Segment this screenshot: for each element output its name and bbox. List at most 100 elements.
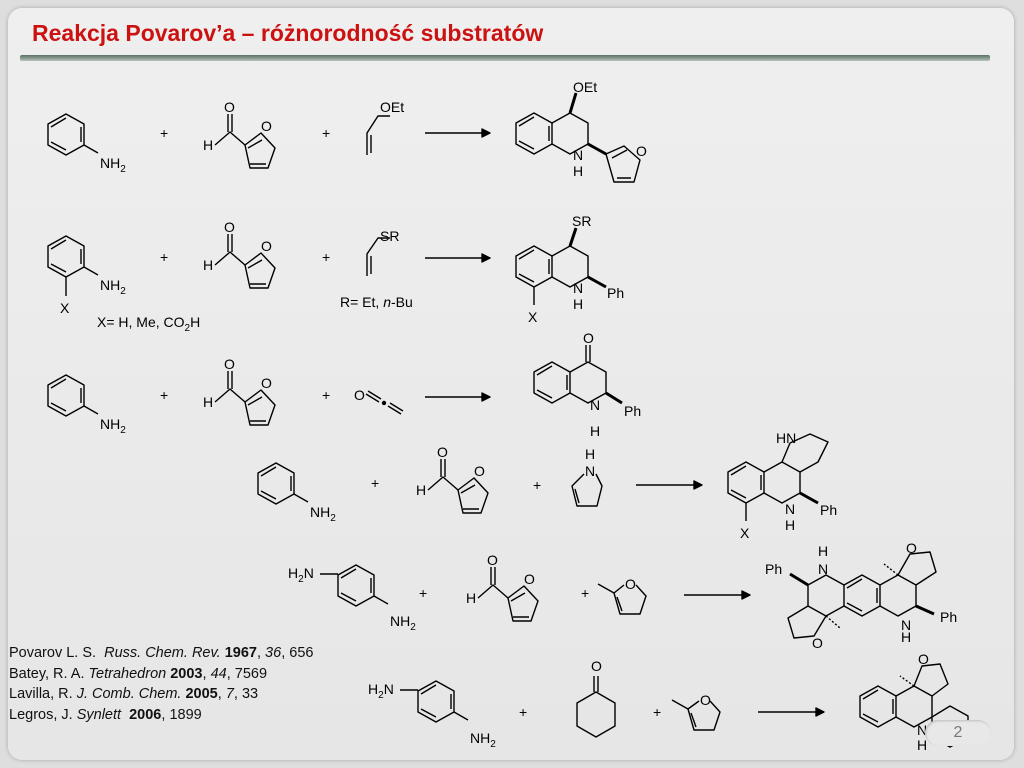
svg-text:N: N: [917, 722, 927, 738]
svg-text:N: N: [573, 147, 583, 163]
slide-title: Reakcja Povarov’a – różnorodność substra…: [32, 20, 544, 46]
svg-text:H2N: H2N: [368, 681, 394, 701]
svg-text:H: H: [785, 517, 795, 533]
svg-text:OEt: OEt: [380, 99, 404, 115]
svg-text:Ph: Ph: [607, 285, 624, 301]
svg-text:SR: SR: [380, 228, 399, 244]
svg-text:O: O: [261, 118, 272, 134]
reference-item: Lavilla, R. J. Comb. Chem. 2005, 7, 33: [9, 686, 259, 702]
svg-text:O: O: [261, 238, 272, 254]
substituted-aniline-structure: NH2 X: [47, 235, 126, 316]
svg-text:Ph: Ph: [940, 609, 957, 625]
svg-text:H: H: [466, 590, 476, 606]
svg-text:N: N: [901, 617, 911, 633]
plus-sign: +: [160, 387, 168, 403]
svg-text:X: X: [528, 309, 538, 325]
svg-text:O: O: [591, 658, 602, 674]
product-quinolinone: O N H Ph: [533, 330, 641, 439]
aniline-structure: NH2: [47, 374, 126, 436]
plus-sign: +: [160, 125, 168, 141]
svg-text:H2N: H2N: [288, 565, 314, 585]
svg-text:H: H: [573, 163, 583, 179]
svg-text:H: H: [203, 394, 213, 410]
reaction-row-5: H2N NH2 + O H O + O: [288, 540, 957, 651]
svg-text:N: N: [573, 280, 583, 296]
references-list: Povarov L. S. Russ. Chem. Rev. 1967, 36,…: [9, 643, 313, 725]
reaction-row-4: NH2 + O H O + H N HN N H: [257, 430, 837, 541]
furfural-structure: O H O: [416, 444, 489, 514]
reaction-row-6: H2N NH2 + O + O O: [368, 651, 969, 753]
plus-sign: +: [581, 585, 589, 601]
svg-text:H: H: [203, 137, 213, 153]
aniline-structure: NH2: [257, 462, 336, 524]
slide: [8, 8, 1014, 760]
furfural-structure: O H O: [203, 356, 276, 426]
svg-text:SR: SR: [572, 213, 591, 229]
plus-sign: +: [419, 585, 427, 601]
product-tetrahydroquinoline-1: OEt N H O: [515, 79, 647, 183]
product-bis-adduct: O N H Ph N H Ph O: [765, 540, 957, 651]
furfural-structure: O H O: [203, 99, 276, 169]
methyl-dihydrofuran-structure: O: [597, 576, 647, 615]
plus-sign: +: [322, 249, 330, 265]
reaction-row-1: NH2 + O H O + OEt OEt N H: [47, 79, 647, 183]
plus-sign: +: [533, 477, 541, 493]
svg-text:NH2: NH2: [470, 730, 496, 750]
phenylenediamine-structure: H2N NH2: [288, 564, 416, 633]
svg-text:O: O: [583, 330, 594, 346]
svg-text:NH2: NH2: [100, 155, 126, 175]
page-number: 2: [925, 720, 991, 746]
plus-sign: +: [653, 704, 661, 720]
dihydropyrrole-structure: H N: [571, 446, 603, 507]
x-substituent-note: X= H, Me, CO2H: [97, 314, 200, 334]
svg-text:H: H: [585, 446, 595, 462]
cyclohexanone-structure: O: [576, 658, 616, 738]
reference-item: Povarov L. S. Russ. Chem. Rev. 1967, 36,…: [9, 645, 314, 661]
svg-text:H: H: [203, 257, 213, 273]
svg-text:H: H: [573, 296, 583, 312]
svg-text:Ph: Ph: [820, 502, 837, 518]
svg-text:O: O: [918, 651, 929, 667]
plus-sign: +: [160, 249, 168, 265]
svg-text:O: O: [354, 387, 365, 403]
svg-text:O: O: [224, 219, 235, 235]
svg-text:NH2: NH2: [390, 613, 416, 633]
reference-item: Legros, J. Synlett 2006, 1899: [9, 706, 202, 723]
title-divider: [20, 55, 990, 61]
product-pyrroloquinoline: HN N H Ph X: [727, 430, 837, 541]
svg-text:Ph: Ph: [624, 403, 641, 419]
plus-sign: +: [371, 475, 379, 491]
svg-text:NH2: NH2: [100, 416, 126, 436]
reference-item: Batey, R. A. Tetrahedron 2003, 44, 7569: [9, 665, 268, 682]
vinyl-sulfide-structure: SR: [366, 228, 399, 276]
svg-text:O: O: [700, 692, 711, 708]
plus-sign: +: [322, 125, 330, 141]
svg-text:O: O: [625, 576, 636, 592]
svg-text:O: O: [437, 444, 448, 460]
svg-text:Ph: Ph: [765, 561, 782, 577]
ethyl-vinyl-ether-structure: OEt: [366, 99, 404, 155]
methyl-dihydrofuran-structure: O: [671, 692, 721, 731]
svg-text:N: N: [785, 501, 795, 517]
svg-text:H: H: [416, 482, 426, 498]
reaction-row-2: NH2 X X= H, Me, CO2H + O H O + SR R= Et,…: [47, 213, 624, 334]
plus-sign: +: [519, 704, 527, 720]
svg-text:H: H: [590, 423, 600, 439]
aniline-structure: NH2: [47, 113, 126, 175]
svg-text:O: O: [474, 463, 485, 479]
svg-text:X: X: [740, 525, 750, 541]
svg-text:N: N: [585, 463, 595, 479]
svg-text:O: O: [524, 571, 535, 587]
plus-sign: +: [322, 387, 330, 403]
furfural-structure: O H O: [466, 552, 539, 622]
svg-text:HN: HN: [776, 430, 796, 446]
svg-text:H: H: [901, 629, 911, 645]
svg-text:O: O: [224, 356, 235, 372]
svg-text:X: X: [60, 300, 70, 316]
ketene-structure: O: [354, 387, 404, 415]
svg-text:O: O: [224, 99, 235, 115]
svg-text:H: H: [818, 543, 828, 559]
svg-text:O: O: [812, 635, 823, 651]
svg-text:H: H: [917, 737, 927, 753]
